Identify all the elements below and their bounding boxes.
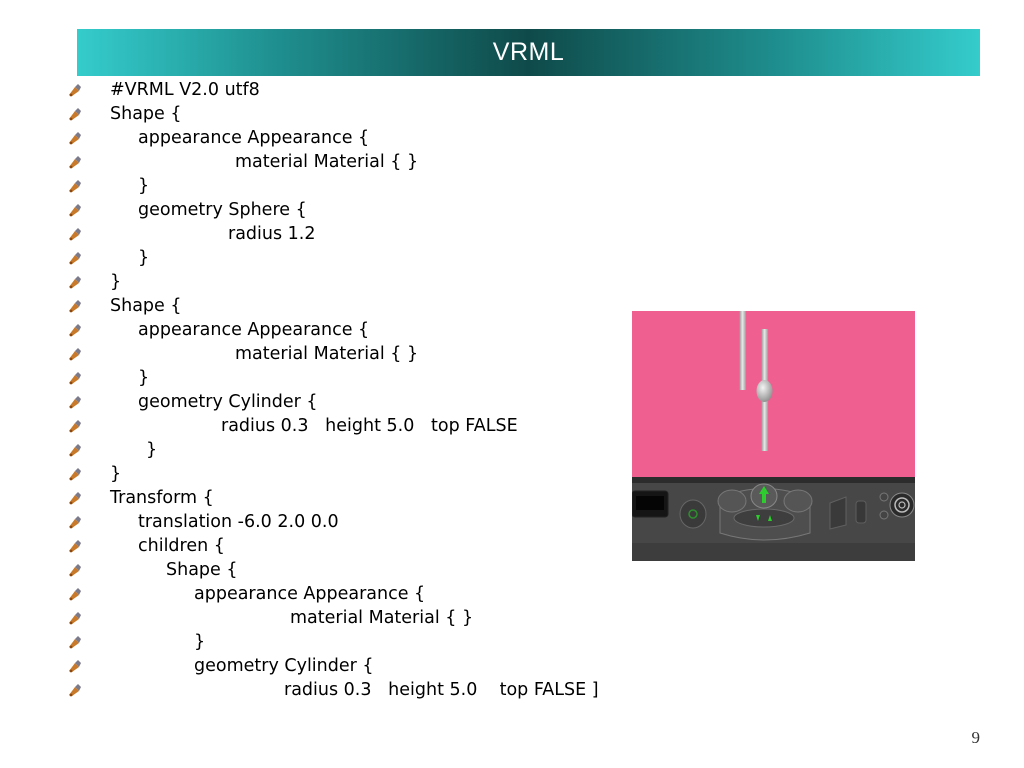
code-text: geometry Cylinder { [138, 392, 318, 412]
code-text: } [138, 368, 150, 388]
cylinder-left [739, 311, 746, 390]
sphere [756, 380, 773, 402]
code-text: Transform { [110, 488, 214, 508]
code-text: translation -6.0 2.0 0.0 [138, 512, 339, 532]
code-text: appearance Appearance { [194, 584, 426, 604]
arrow-up-icon [759, 486, 769, 503]
code-text: } [194, 632, 206, 652]
move-icon[interactable] [783, 489, 813, 513]
view-button[interactable] [855, 500, 867, 524]
arrow-down-icon [756, 515, 760, 521]
code-text: } [138, 176, 150, 196]
code-text: } [110, 272, 122, 292]
code-text: appearance Appearance { [138, 128, 370, 148]
code-text: Shape { [166, 560, 238, 580]
slide-title: VRML [492, 38, 565, 66]
cosmo-logo-icon [889, 492, 915, 518]
vrml-scene [632, 311, 915, 561]
title-bar: VRML [77, 29, 980, 76]
code-text: appearance Appearance { [138, 320, 370, 340]
code-text: children { [138, 536, 225, 556]
seek-icon[interactable] [829, 496, 847, 530]
code-text: radius 0.3 height 5.0 top FALSE ] [284, 680, 599, 700]
code-text: material Material { } [235, 152, 419, 172]
crosshair-icon[interactable] [679, 499, 707, 529]
code-text: radius 0.3 height 5.0 top FALSE [221, 416, 518, 436]
code-text: } [110, 464, 122, 484]
scene-background [632, 311, 915, 477]
look-bar[interactable] [733, 508, 795, 528]
code-text: geometry Cylinder { [194, 656, 374, 676]
rotate-button[interactable] [717, 489, 747, 513]
code-text: radius 1.2 [228, 224, 316, 244]
page-number: 9 [971, 728, 981, 747]
code-text: #VRML V2.0 utf8 [110, 80, 260, 100]
code-text: Shape { [110, 296, 182, 316]
code-text: material Material { } [235, 344, 419, 364]
vrml-viewer [632, 311, 915, 561]
code-text: Shape { [110, 104, 182, 124]
code-text: } [146, 440, 158, 460]
code-text: geometry Sphere { [138, 200, 307, 220]
code-text: material Material { } [290, 608, 474, 628]
code-text: } [138, 248, 150, 268]
